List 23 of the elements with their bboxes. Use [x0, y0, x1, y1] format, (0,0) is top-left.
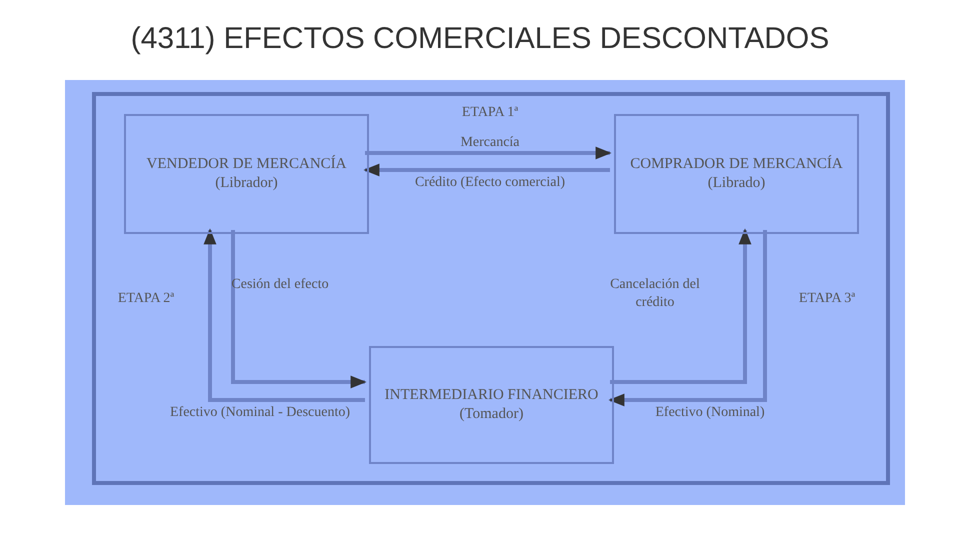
box-label: COMPRADOR DE MERCANCÍA (Librado): [629, 154, 844, 193]
frame-box: [92, 92, 890, 485]
box-label: INTERMEDIARIO FINANCIERO (Tomador): [384, 386, 600, 424]
stage-label: ETAPA 2ª: [116, 290, 176, 308]
title: (4311) EFECTOS COMERCIALES DESCONTADOS: [130, 22, 830, 56]
stage-label: ETAPA 3ª: [798, 290, 856, 308]
arrow: [365, 146, 612, 160]
edge-label: Efectivo (Nominal): [654, 404, 766, 422]
edge-label: Efectivo (Nominal - Descuento): [169, 404, 351, 422]
stage-label: ETAPA 1ª: [460, 104, 520, 122]
arrow: [231, 230, 367, 388]
edge-label: Cancelación del crédito: [609, 276, 701, 312]
box-label: VENDEDOR DE MERCANCÍA (Librador): [146, 154, 348, 193]
process-box: [369, 346, 614, 464]
arrow: [204, 228, 365, 402]
arrow: [608, 230, 767, 406]
process-box: [614, 114, 859, 234]
edge-label: Mercancía: [459, 134, 521, 152]
process-box: [124, 114, 369, 234]
arrow: [363, 164, 610, 176]
edge-label: Cesión del efecto: [230, 276, 330, 294]
edge-label: Crédito (Efecto comercial): [414, 174, 566, 192]
arrow: [610, 228, 752, 384]
